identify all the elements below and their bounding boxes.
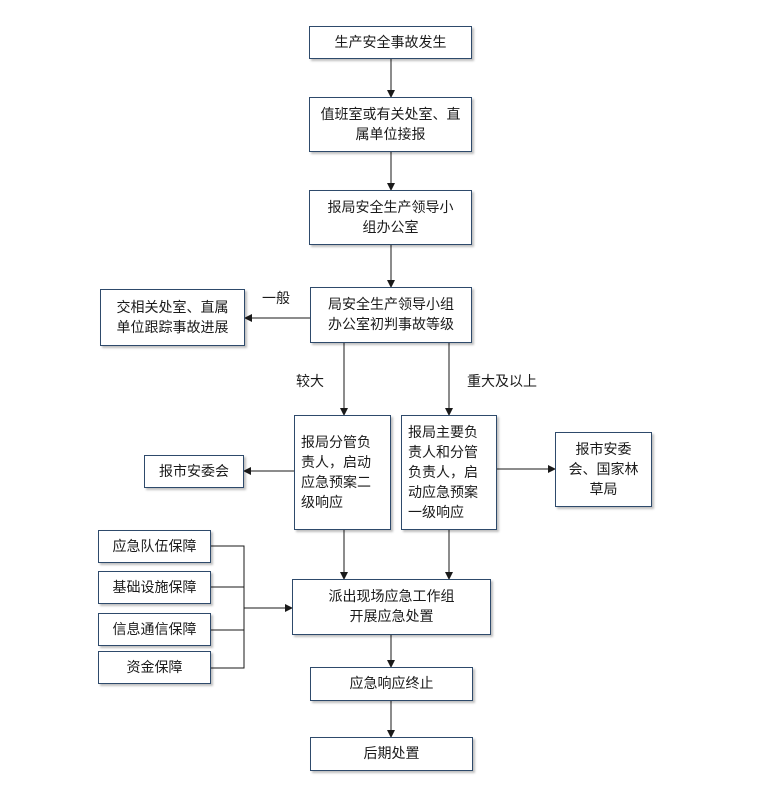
edge-label-general: 一般 (262, 291, 290, 307)
node-level1-response: 报局主要负 责人和分管 负责人，启 动应急预案 一级响应 (401, 415, 497, 530)
node-duty-receive: 值班室或有关处室、直 属单位接报 (309, 97, 472, 152)
edge-label-larger: 较大 (296, 374, 324, 390)
node-support-communications: 信息通信保障 (98, 613, 211, 646)
node-report-city-national: 报市安委 会、国家林 草局 (555, 432, 652, 507)
node-initial-judgement: 局安全生产领导小组 办公室初判事故等级 (310, 287, 472, 343)
node-report-office: 报局安全生产领导小 组办公室 (309, 190, 472, 245)
node-support-team: 应急队伍保障 (98, 530, 211, 563)
edge-label-major: 重大及以上 (467, 374, 537, 390)
node-report-city-committee: 报市安委会 (144, 455, 244, 488)
node-accident-occurs: 生产安全事故发生 (309, 26, 472, 59)
bracket-support (211, 545, 245, 669)
node-level2-response: 报局分管负 责人，启动 应急预案二 级响应 (294, 415, 391, 530)
node-support-funding: 资金保障 (98, 651, 211, 684)
node-response-terminated: 应急响应终止 (310, 667, 473, 701)
node-support-infrastructure: 基础设施保障 (98, 571, 211, 604)
node-handover-tracking: 交相关处室、直属 单位跟踪事故进展 (100, 289, 245, 346)
node-aftermath: 后期处置 (310, 737, 473, 771)
node-dispatch-team: 派出现场应急工作组 开展应急处置 (292, 579, 491, 635)
